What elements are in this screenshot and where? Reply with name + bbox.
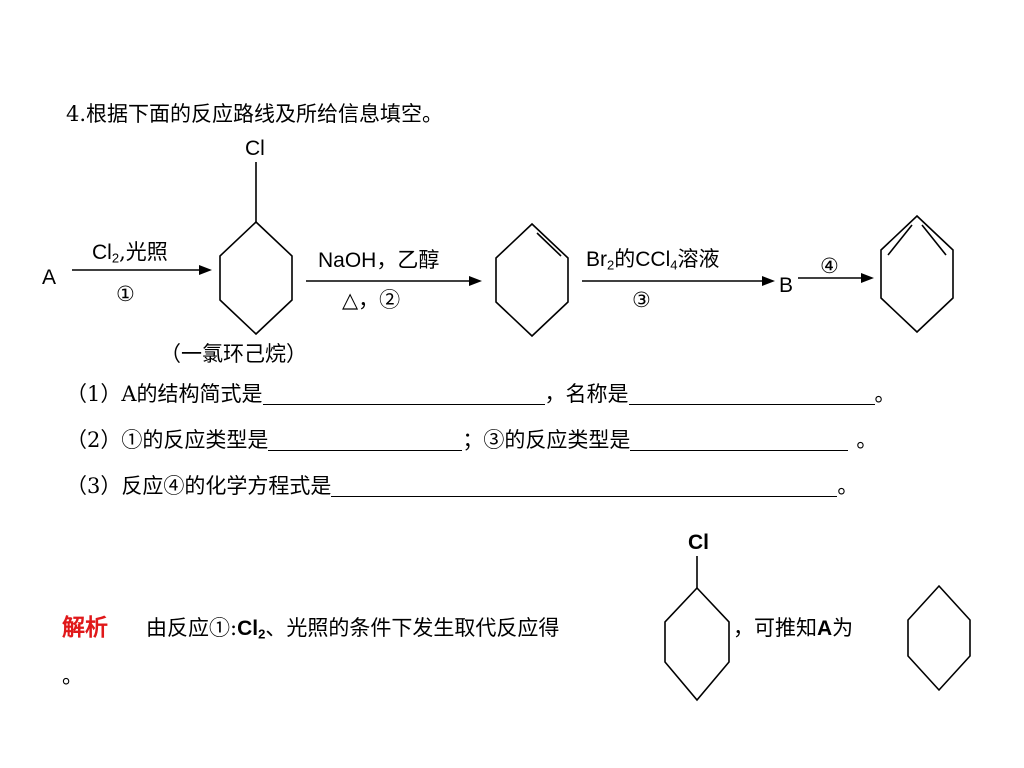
cyclohexene-double-bond bbox=[536, 232, 562, 257]
step2-reagent: NaOH，乙醇 bbox=[318, 249, 440, 272]
step3-mid: 的CCl bbox=[614, 248, 671, 271]
solution-text-1: 由反应①: bbox=[146, 616, 238, 640]
q2-blank-type-3[interactable] bbox=[630, 430, 849, 451]
arrow-1-head bbox=[199, 265, 212, 275]
question-2: （2）①的反应类型是 ；③的反应类型是 。 bbox=[66, 430, 877, 451]
step1-number: ① bbox=[116, 282, 135, 306]
q2-text-a: （2）①的反应类型是 bbox=[66, 428, 269, 452]
solution-text-2: 、光照的条件下发生取代反应得 bbox=[265, 616, 560, 640]
solution-a: A bbox=[817, 617, 833, 640]
q2-end: 。 bbox=[856, 428, 878, 452]
step3-number: ③ bbox=[632, 288, 651, 312]
step2-condition: △，② bbox=[342, 288, 401, 312]
step3-ccl-sub: 4 bbox=[670, 257, 678, 273]
q3-text-a: （3）反应④的化学方程式是 bbox=[66, 474, 332, 498]
solution-label: 解析 bbox=[62, 614, 108, 641]
solution-line: 解析 bbox=[62, 616, 108, 639]
compound-b-label: B bbox=[779, 274, 794, 297]
solution-chlorocyclohexane-ring bbox=[664, 586, 730, 702]
solution-cl-sub: 2 bbox=[258, 626, 266, 642]
q1-end: 。 bbox=[874, 382, 896, 406]
chlorocyclohexane-ring bbox=[219, 220, 293, 336]
q1-text-a: （1）A的结构简式是 bbox=[66, 382, 263, 406]
q1-blank-name[interactable] bbox=[628, 384, 875, 405]
step3-br-sub: 2 bbox=[607, 257, 615, 273]
solution-text-right: ，可推知A为 bbox=[733, 616, 854, 640]
arrow-2-head bbox=[469, 276, 482, 286]
step1-reagent: Cl2,光照 bbox=[92, 240, 168, 266]
compound-a-label: A bbox=[42, 266, 57, 289]
q1-text-b: ，名称是 bbox=[544, 382, 629, 406]
solution-cl-label: Cl bbox=[688, 531, 709, 554]
arrow-4-head bbox=[861, 273, 874, 283]
solution-text-4: 为 bbox=[832, 616, 854, 640]
q2-blank-type-1[interactable] bbox=[268, 430, 463, 451]
q2-text-b: ；③的反应类型是 bbox=[462, 428, 631, 452]
cyclohexadiene-ring bbox=[880, 214, 954, 334]
solution-text: 由反应①:Cl2、光照的条件下发生取代反应得 bbox=[146, 616, 560, 642]
step1-condition: ,光照 bbox=[119, 240, 168, 264]
question-3: （3）反应④的化学方程式是 。 bbox=[66, 476, 858, 497]
cyclohexene-ring bbox=[495, 222, 569, 338]
step4-number: ④ bbox=[820, 254, 839, 278]
step3-reagent: Br2的CCl4溶液 bbox=[586, 247, 720, 273]
solution-cyclohexane-ring bbox=[907, 584, 971, 692]
solution-text-3: ，可推知 bbox=[733, 616, 817, 640]
step1-cl-sub: 2 bbox=[111, 250, 120, 266]
q3-end: 。 bbox=[837, 474, 859, 498]
step3-br: Br bbox=[586, 248, 607, 271]
diene-double-bond-2 bbox=[921, 224, 947, 256]
solution-period: 。 bbox=[62, 664, 83, 688]
question-title: 4.根据下面的反应路线及所给信息填空。 bbox=[66, 102, 444, 126]
question-1: （1）A的结构简式是 ，名称是 。 bbox=[66, 384, 896, 405]
cl-label: Cl bbox=[245, 137, 265, 160]
step1-cl: Cl bbox=[92, 241, 112, 264]
q1-blank-structure[interactable] bbox=[262, 384, 545, 405]
q3-blank-equation[interactable] bbox=[331, 476, 838, 497]
diene-double-bond-1 bbox=[887, 224, 913, 256]
chlorocyclohexane-name: （一氯环己烷） bbox=[160, 342, 307, 366]
step3-tail: 溶液 bbox=[677, 247, 720, 271]
solution-cl: Cl bbox=[237, 617, 259, 640]
arrow-3-head bbox=[762, 276, 775, 286]
